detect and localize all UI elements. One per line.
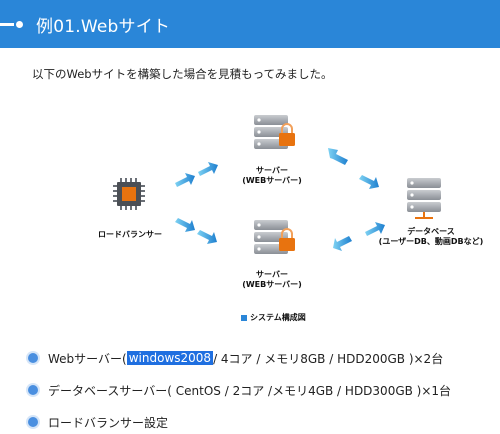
label-database: データベース (ユーザーDB、動画DBなど) [378,227,484,246]
diagram-caption: システム構成図 [241,312,306,323]
list-item: ロードバランサー設定 [28,412,451,432]
list-item: Webサーバー( windows2008 / 4コア / メモリ8GB / HD… [28,348,451,368]
spec-list: Webサーバー( windows2008 / 4コア / メモリ8GB / HD… [28,348,451,434]
label-server-top: サーバー (WEBサーバー) [242,166,302,185]
bullet-dot-icon [28,385,38,395]
arrow-top-db [328,148,379,189]
selected-text: windows2008 [126,351,214,365]
list-item: データベースサーバー( CentOS / 2コア /メモリ4GB / HDD30… [28,380,451,400]
system-diagram: ロードバランサー サーバー (WEBサーバー) サーバー (WEBサーバー) デ… [0,100,500,335]
server-lock-icon-bottom [254,220,295,254]
arrow-lb-to-top [175,162,218,187]
cpu-chip-icon [113,178,145,210]
intro-text: 以下のWebサイトを構築した場合を見積もってみました。 [32,67,333,81]
caption-square-icon [241,314,247,321]
section-header: 例01.Webサイト [0,0,500,48]
server-lock-icon-top [254,115,295,149]
section-title: 例01.Webサイト [36,16,171,37]
label-load-balancer: ロードバランサー [98,230,162,239]
bullet-dot-icon [28,353,38,363]
bullet-dot-icon [28,417,38,427]
database-server-icon [407,178,441,219]
arrow-bottom-db [333,222,385,251]
label-server-bottom: サーバー (WEBサーバー) [242,270,302,289]
header-bullet-icon [0,0,26,48]
arrow-lb-to-bottom [175,218,217,244]
diagram-graphics [113,115,441,254]
